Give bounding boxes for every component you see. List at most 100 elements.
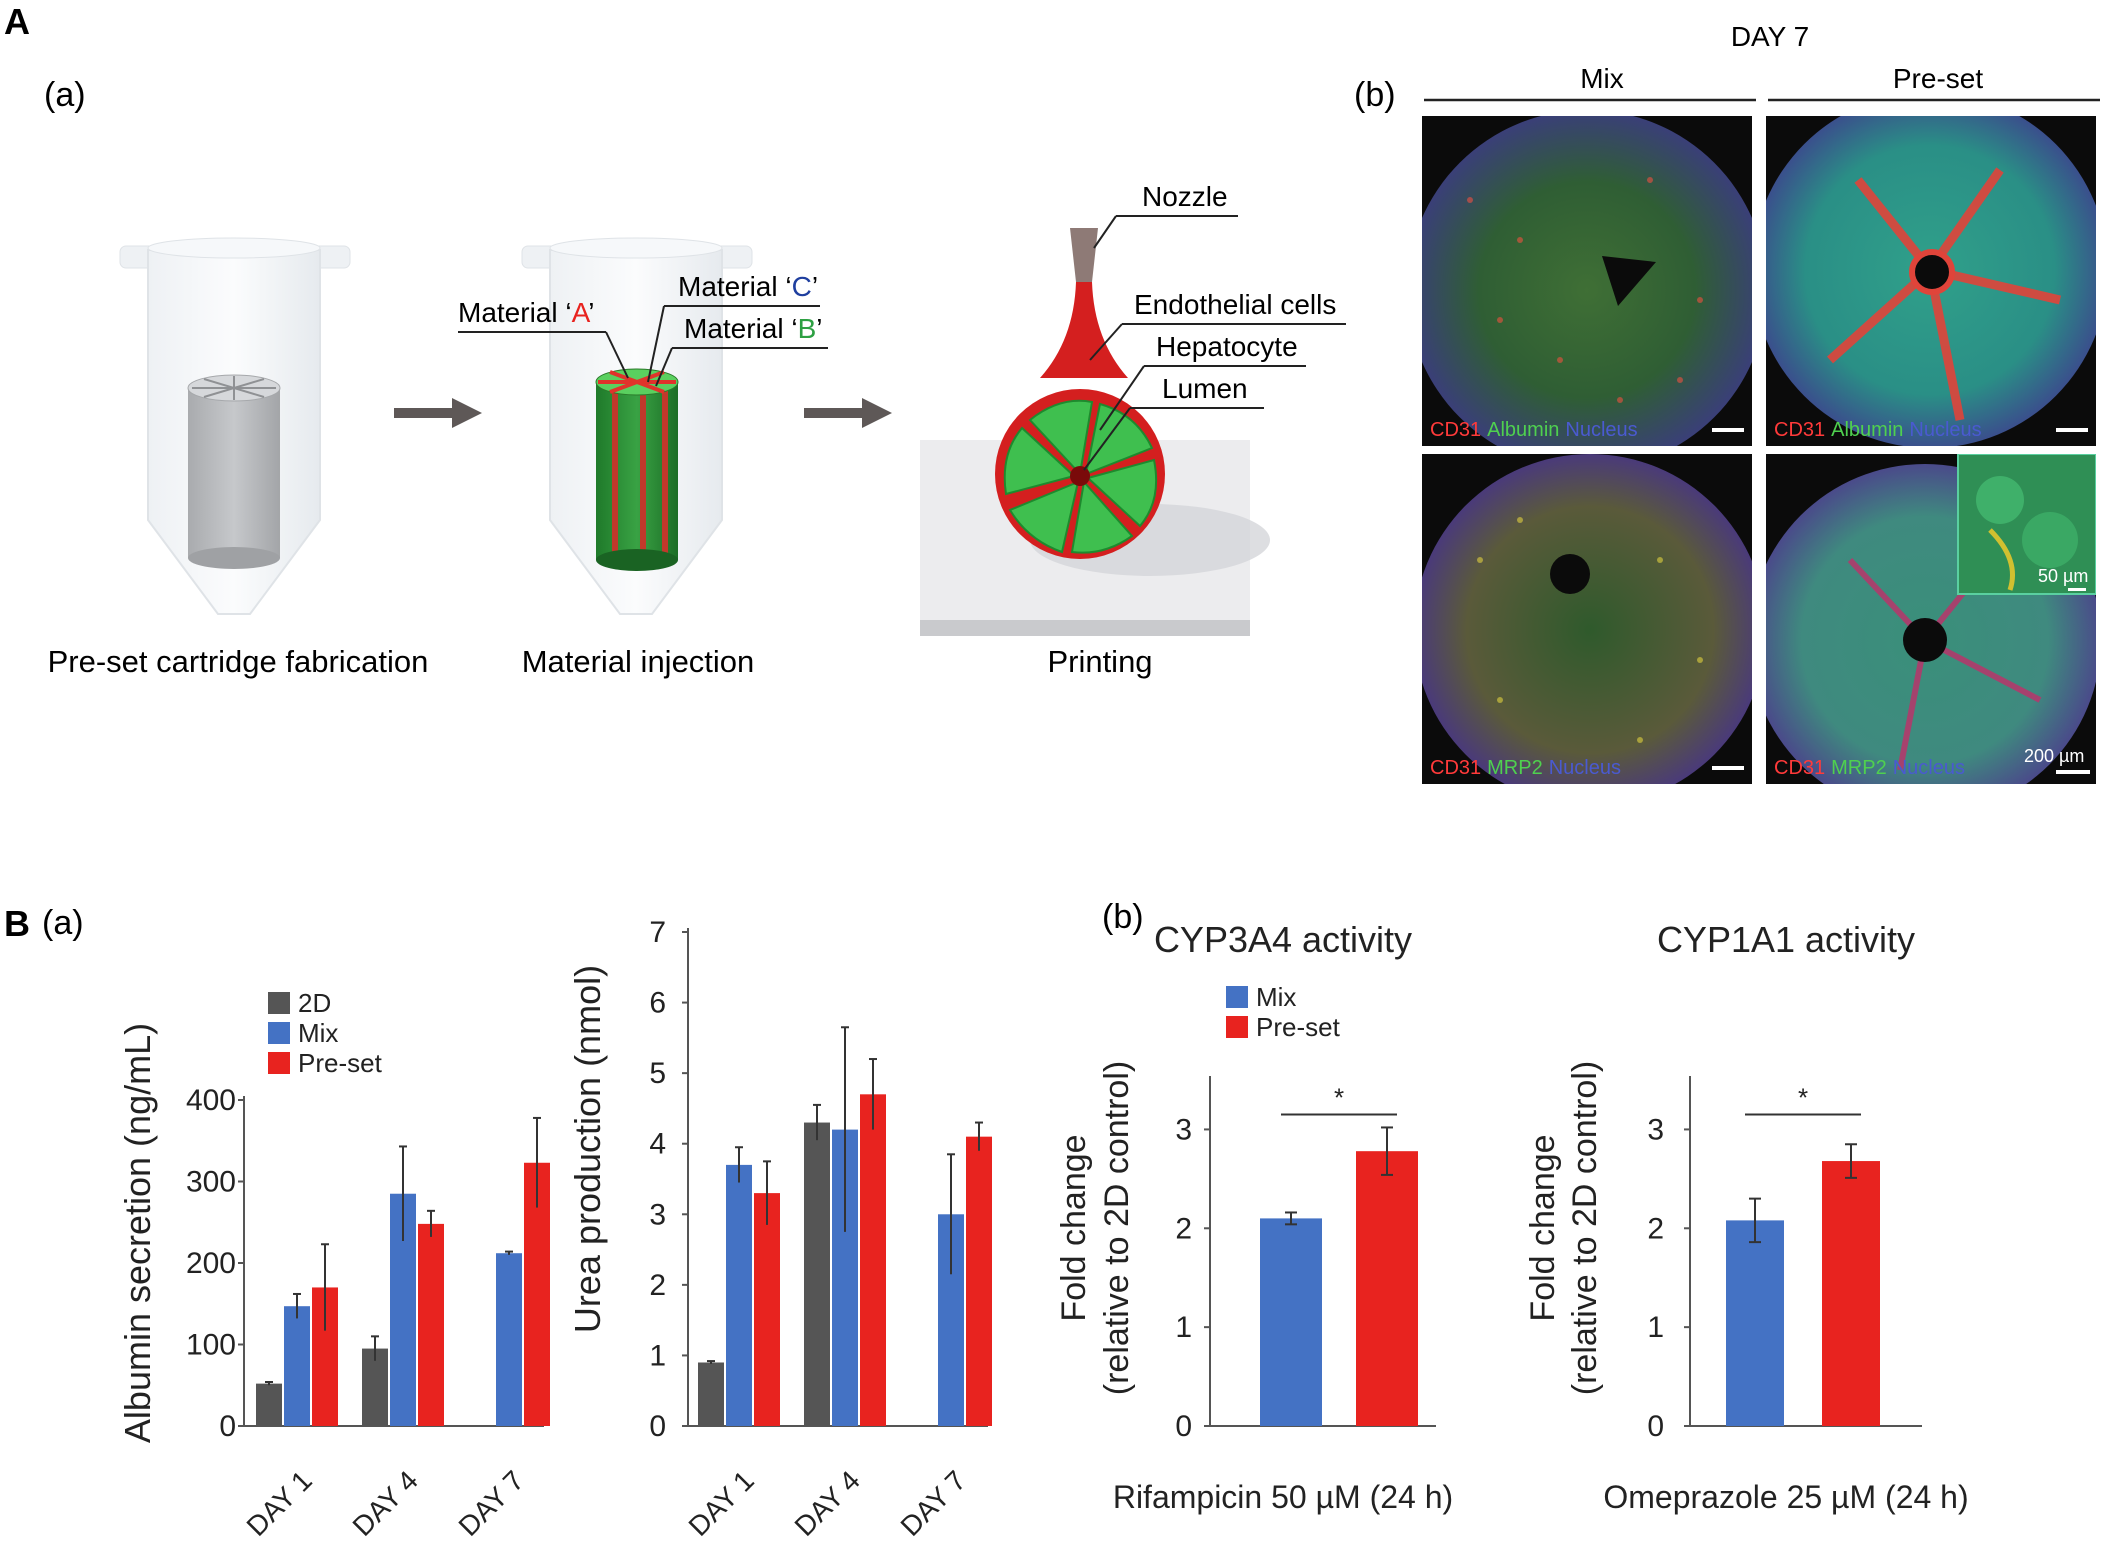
bar — [418, 1223, 444, 1426]
x-tick-label: DAY 7 — [453, 1465, 530, 1542]
panel-a-sub-a-label: (a) — [44, 76, 86, 114]
y-tick-label: 1 — [649, 1339, 666, 1372]
bar — [860, 1094, 886, 1426]
legend-label: Pre-set — [298, 1048, 383, 1078]
chart-title: CYP1A1 activity — [1657, 919, 1915, 960]
bar — [256, 1383, 282, 1426]
x-tick-label: DAY 1 — [241, 1465, 318, 1542]
bar — [698, 1362, 724, 1426]
y-tick-label: 1 — [1647, 1311, 1664, 1344]
x-tick-label: DAY 1 — [683, 1465, 760, 1542]
bar — [1726, 1220, 1784, 1426]
scale-bar — [1712, 428, 1744, 432]
hepatocyte-label: Hepatocyte — [1099, 331, 1306, 431]
legend-swatch — [1226, 986, 1248, 1008]
panel-b-sub-b-label: (b) — [1102, 898, 1144, 936]
legend-swatch — [268, 1052, 290, 1074]
x-axis-label: Omeprazole 25 µM (24 h) — [1603, 1479, 1968, 1515]
step2-caption: Material injection — [522, 644, 755, 679]
svg-text:Endothelial cells: Endothelial cells — [1134, 289, 1336, 320]
panel-b-letter: B — [4, 903, 30, 944]
panel-a-sub-b-label: (b) — [1354, 76, 1396, 114]
material-b-label: Material ‘B’ — [655, 313, 828, 387]
y-axis-label: Albumin secretion (ng/mL) — [117, 1023, 158, 1443]
x-tick-label: DAY 7 — [895, 1465, 972, 1542]
bar — [362, 1348, 388, 1426]
y-tick-label: 6 — [649, 987, 666, 1020]
bar — [966, 1136, 992, 1426]
chart-title: CYP3A4 activity — [1154, 919, 1412, 960]
y-tick-label: 5 — [649, 1057, 666, 1090]
bar — [726, 1164, 752, 1426]
panel-a-letter: A — [4, 1, 30, 42]
y-axis-label: Fold change — [1524, 1134, 1562, 1321]
legend-label: 2D — [298, 988, 331, 1018]
material-a-label: Material ‘A’ — [458, 297, 629, 379]
y-axis-label: (relative to 2D control) — [1098, 1061, 1136, 1395]
step1-caption: Pre-set cartridge fabrication — [48, 644, 429, 679]
column-header-preset: Pre-set — [1893, 63, 1983, 94]
scale-label-inset: 50 µm — [2038, 566, 2088, 586]
scale-bar — [2056, 770, 2090, 774]
arrow-right-icon — [804, 398, 892, 428]
y-tick-label: 0 — [219, 1410, 236, 1443]
y-axis-label: Fold change — [1055, 1134, 1093, 1321]
y-tick-label: 2 — [649, 1269, 666, 1302]
bar — [284, 1306, 310, 1426]
x-tick-label: DAY 4 — [347, 1465, 424, 1542]
printing-illustration — [920, 228, 1270, 636]
scale-bar — [2056, 428, 2088, 432]
bar — [1260, 1218, 1322, 1426]
svg-text:Material ‘A’: Material ‘A’ — [458, 297, 594, 328]
y-tick-label: 2 — [1647, 1212, 1664, 1245]
material-c-label: Material ‘C’ — [647, 271, 820, 383]
scale-bar — [2068, 588, 2086, 591]
bar — [1356, 1151, 1418, 1426]
y-axis-label: Urea production (nmol) — [567, 965, 608, 1333]
micrograph-mix-albumin — [1422, 116, 1752, 446]
micrograph-preset-albumin — [1766, 116, 2096, 446]
y-tick-label: 300 — [186, 1166, 236, 1199]
scale-bar — [1712, 766, 1744, 770]
lumen-label: Lumen — [1083, 373, 1264, 471]
y-tick-label: 3 — [1175, 1113, 1192, 1146]
y-tick-label: 0 — [1647, 1410, 1664, 1443]
panel-b-sub-a-label: (a) — [42, 904, 84, 942]
svg-text:Material ‘B’: Material ‘B’ — [684, 313, 823, 344]
y-tick-label: 2 — [1175, 1212, 1192, 1245]
x-tick-label: DAY 4 — [789, 1465, 866, 1542]
column-header-mix: Mix — [1580, 63, 1624, 94]
bar — [804, 1122, 830, 1426]
svg-text:Material ‘C’: Material ‘C’ — [678, 271, 818, 302]
nozzle-label: Nozzle — [1093, 181, 1238, 249]
legend-swatch — [268, 1022, 290, 1044]
micrograph-mix-mrp2 — [1422, 454, 1752, 784]
preset-cartridge-illustration — [119, 237, 351, 615]
legend-label: Pre-set — [1256, 1012, 1341, 1042]
svg-text:Nozzle: Nozzle — [1142, 181, 1228, 212]
x-axis-label: Rifampicin 50 µM (24 h) — [1113, 1479, 1453, 1515]
y-tick-label: 7 — [649, 916, 666, 949]
y-tick-label: 400 — [186, 1084, 236, 1117]
significance-marker: * — [1798, 1082, 1808, 1112]
y-tick-label: 100 — [186, 1329, 236, 1362]
micrograph-preset-mrp2 — [1766, 454, 2096, 784]
y-tick-label: 3 — [649, 1198, 666, 1231]
endothelial-label: Endothelial cells — [1089, 289, 1346, 361]
legend-label: Mix — [298, 1018, 338, 1048]
significance-marker: * — [1334, 1082, 1344, 1112]
step3-caption: Printing — [1047, 644, 1152, 679]
arrow-right-icon — [394, 398, 482, 428]
y-tick-label: 1 — [1175, 1311, 1192, 1344]
bar — [1822, 1161, 1880, 1426]
y-tick-label: 4 — [649, 1128, 666, 1161]
legend-swatch — [268, 992, 290, 1014]
y-tick-label: 200 — [186, 1247, 236, 1280]
day7-header: DAY 7 — [1731, 21, 1809, 52]
y-tick-label: 0 — [1175, 1410, 1192, 1443]
bar — [496, 1253, 522, 1426]
